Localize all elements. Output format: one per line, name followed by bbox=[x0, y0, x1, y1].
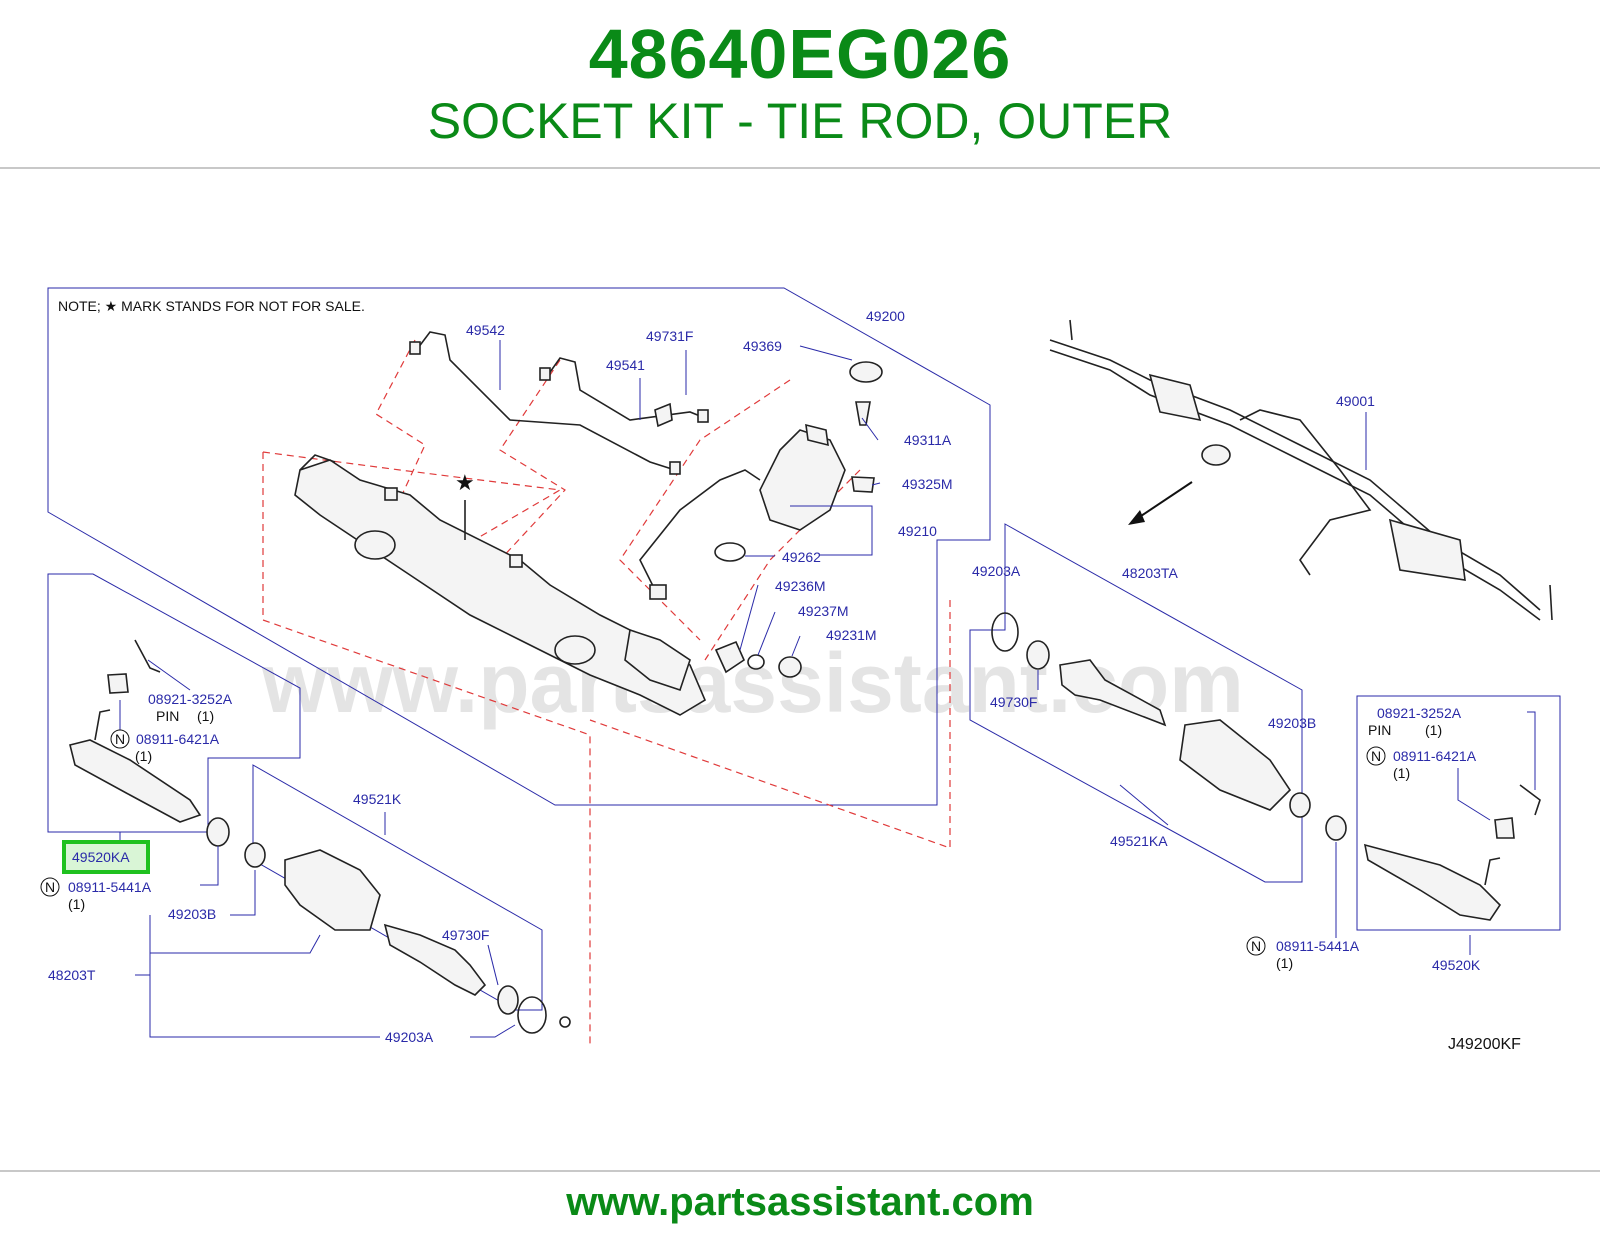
label-49521KA[interactable]: 49521KA bbox=[1110, 833, 1168, 849]
n-marker-3: N bbox=[1371, 748, 1381, 764]
n-marker-4: N bbox=[1251, 938, 1261, 954]
n-markers bbox=[40, 729, 1386, 956]
part-number-title: 48640EG026 bbox=[588, 15, 1012, 93]
label-pin-right: PIN bbox=[1368, 722, 1391, 738]
label-08921-3252A-right[interactable]: 08921-3252A bbox=[1377, 705, 1462, 721]
label-qty-1-b: (1) bbox=[135, 748, 152, 764]
left-outer-tie-rod-end bbox=[69, 639, 230, 847]
label-49520KA[interactable]: 49520KA bbox=[72, 849, 130, 865]
label-49541[interactable]: 49541 bbox=[606, 357, 645, 373]
footer-url-link[interactable]: www.partsassistant.com bbox=[566, 1180, 1034, 1224]
label-49520K[interactable]: 49520K bbox=[1432, 957, 1481, 973]
label-49203A-right[interactable]: 49203A bbox=[972, 563, 1021, 579]
label-49521K[interactable]: 49521K bbox=[353, 791, 402, 807]
right-outer-tie-rod-end bbox=[1363, 784, 1541, 921]
label-08911-6421A-right[interactable]: 08911-6421A bbox=[1393, 748, 1477, 764]
label-49210[interactable]: 49210 bbox=[898, 523, 937, 539]
left-inner-rod-parts bbox=[244, 842, 571, 1034]
complete-rack-assembly bbox=[1049, 319, 1553, 621]
part-description: SOCKET KIT - TIE ROD, OUTER bbox=[427, 93, 1173, 149]
label-49311A[interactable]: 49311A bbox=[904, 432, 952, 448]
label-49731F[interactable]: 49731F bbox=[646, 328, 693, 344]
left-tie-rod-boundary bbox=[47, 573, 301, 833]
label-08911-5441A-right[interactable]: 08911-5441A bbox=[1276, 938, 1360, 954]
header: 48640EG026 SOCKET KIT - TIE ROD, OUTER bbox=[0, 0, 1600, 168]
diagram-code: J49200KF bbox=[1448, 1036, 1521, 1053]
direction-arrow-icon bbox=[1128, 481, 1193, 525]
label-49203B-right[interactable]: 49203B bbox=[1268, 715, 1316, 731]
label-49237M[interactable]: 49237M bbox=[798, 603, 849, 619]
hydraulic-tubes bbox=[409, 331, 709, 475]
header-divider bbox=[0, 167, 1600, 169]
label-49236M[interactable]: 49236M bbox=[775, 578, 826, 594]
label-49001[interactable]: 49001 bbox=[1336, 393, 1375, 409]
label-49203B-left[interactable]: 49203B bbox=[168, 906, 216, 922]
label-qty-1-e: (1) bbox=[1393, 765, 1410, 781]
explode-guide-2 bbox=[262, 451, 562, 561]
explode-guide-3 bbox=[375, 339, 426, 511]
label-49325M[interactable]: 49325M bbox=[902, 476, 953, 492]
label-08911-6421A-left[interactable]: 08911-6421A bbox=[136, 731, 220, 747]
label-49262[interactable]: 49262 bbox=[782, 549, 821, 565]
footer-divider bbox=[0, 1170, 1600, 1172]
label-qty-1-f: (1) bbox=[1276, 955, 1293, 971]
label-49203A-left[interactable]: 49203A bbox=[385, 1029, 434, 1045]
explode-guide-5 bbox=[619, 379, 791, 641]
explode-guide-1 bbox=[262, 452, 591, 1045]
label-08911-5441A-left[interactable]: 08911-5441A bbox=[68, 879, 152, 895]
label-48203T[interactable]: 48203T bbox=[48, 967, 96, 983]
right-inner-rod-boundary bbox=[969, 523, 1303, 883]
leader-lines bbox=[119, 340, 1536, 1038]
label-49369[interactable]: 49369 bbox=[743, 338, 782, 354]
label-49231M[interactable]: 49231M bbox=[826, 627, 877, 643]
label-49730F-left[interactable]: 49730F bbox=[442, 927, 489, 943]
right-inner-rod-parts bbox=[991, 612, 1347, 841]
right-tie-rod-boundary bbox=[1356, 695, 1561, 931]
highlight-box bbox=[62, 840, 150, 874]
n-marker-2: N bbox=[45, 879, 55, 895]
label-49730F-right[interactable]: 49730F bbox=[990, 694, 1037, 710]
label-qty-1-a: (1) bbox=[197, 708, 214, 724]
label-qty-1-d: (1) bbox=[1425, 722, 1442, 738]
label-48203TA[interactable]: 48203TA bbox=[1122, 565, 1178, 581]
label-49542[interactable]: 49542 bbox=[466, 322, 505, 338]
valve-assembly bbox=[639, 361, 883, 678]
not-for-sale-star-icon: ★ bbox=[455, 471, 475, 496]
label-08921-3252A-left[interactable]: 08921-3252A bbox=[148, 691, 233, 707]
label-49200[interactable]: 49200 bbox=[866, 308, 905, 324]
note-text: NOTE; ★ MARK STANDS FOR NOT FOR SALE. bbox=[58, 298, 365, 314]
label-pin-left: PIN bbox=[156, 708, 179, 724]
explode-guide-4 bbox=[499, 359, 566, 561]
steering-rack-body bbox=[294, 454, 707, 716]
main-assembly-boundary bbox=[47, 287, 991, 806]
label-qty-1-c: (1) bbox=[68, 896, 85, 912]
n-marker-1: N bbox=[115, 731, 125, 747]
